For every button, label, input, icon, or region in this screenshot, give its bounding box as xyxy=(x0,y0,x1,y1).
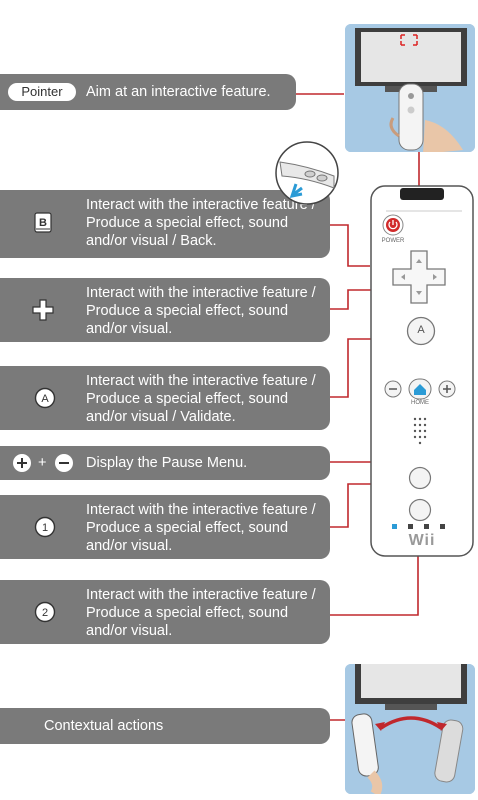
svg-text:A: A xyxy=(41,393,49,405)
home-button xyxy=(408,378,432,400)
pointer-photo xyxy=(345,24,475,152)
home-label: HOME xyxy=(411,400,429,406)
two-button-description: Interact with the interactive feature / … xyxy=(86,587,316,639)
dpad-icon xyxy=(32,299,54,321)
pointer-description: Aim at an interactive feature. xyxy=(86,84,271,100)
a-button-row: A Interact with the interactive feature … xyxy=(0,366,330,430)
minus-button-icon xyxy=(54,453,74,473)
two-button-icon: 2 xyxy=(34,601,56,623)
dpad-row: Interact with the interactive feature / … xyxy=(0,278,330,342)
a-button: A xyxy=(406,316,436,346)
two-button xyxy=(408,498,432,522)
speaker-grille xyxy=(410,416,430,450)
minus-button xyxy=(384,380,402,398)
wii-remote: POWER A HOME xyxy=(370,180,474,558)
one-button-row: 1 Interact with the interactive feature … xyxy=(0,495,330,559)
contextual-photo xyxy=(345,664,475,794)
pause-row: + Display the Pause Menu. xyxy=(0,446,330,480)
pause-joiner: + xyxy=(38,455,47,471)
contextual-description: Contextual actions xyxy=(44,718,164,734)
plus-button-icon xyxy=(12,453,32,473)
b-button-description: Interact with the interactive feature / … xyxy=(86,197,316,249)
a-button-label: A xyxy=(417,324,425,336)
one-button-description: Interact with the interactive feature / … xyxy=(86,502,316,554)
player-leds xyxy=(390,518,454,529)
one-button-icon: 1 xyxy=(34,516,56,538)
pause-description: Display the Pause Menu. xyxy=(86,455,248,471)
pointer-badge: Pointer xyxy=(8,83,76,101)
svg-text:1: 1 xyxy=(42,522,48,534)
b-trigger-zoom xyxy=(274,140,340,206)
dpad xyxy=(392,250,446,304)
two-button-row: 2 Interact with the interactive feature … xyxy=(0,580,330,644)
svg-text:B: B xyxy=(39,217,47,229)
a-button-icon: A xyxy=(34,387,56,409)
svg-text:2: 2 xyxy=(42,607,48,619)
dpad-description: Interact with the interactive feature / … xyxy=(86,285,316,337)
b-button-row: B Interact with the interactive feature … xyxy=(0,190,330,258)
a-button-description: Interact with the interactive feature / … xyxy=(86,373,316,425)
pointer-row: Pointer Aim at an interactive feature. xyxy=(0,74,296,110)
power-label: POWER xyxy=(381,238,405,244)
power-button xyxy=(382,214,404,236)
b-button-icon: B xyxy=(34,212,52,234)
one-button xyxy=(408,466,432,490)
contextual-row: Contextual actions xyxy=(0,708,330,744)
wii-logo: Wii xyxy=(408,532,436,549)
plus-button xyxy=(438,380,456,398)
